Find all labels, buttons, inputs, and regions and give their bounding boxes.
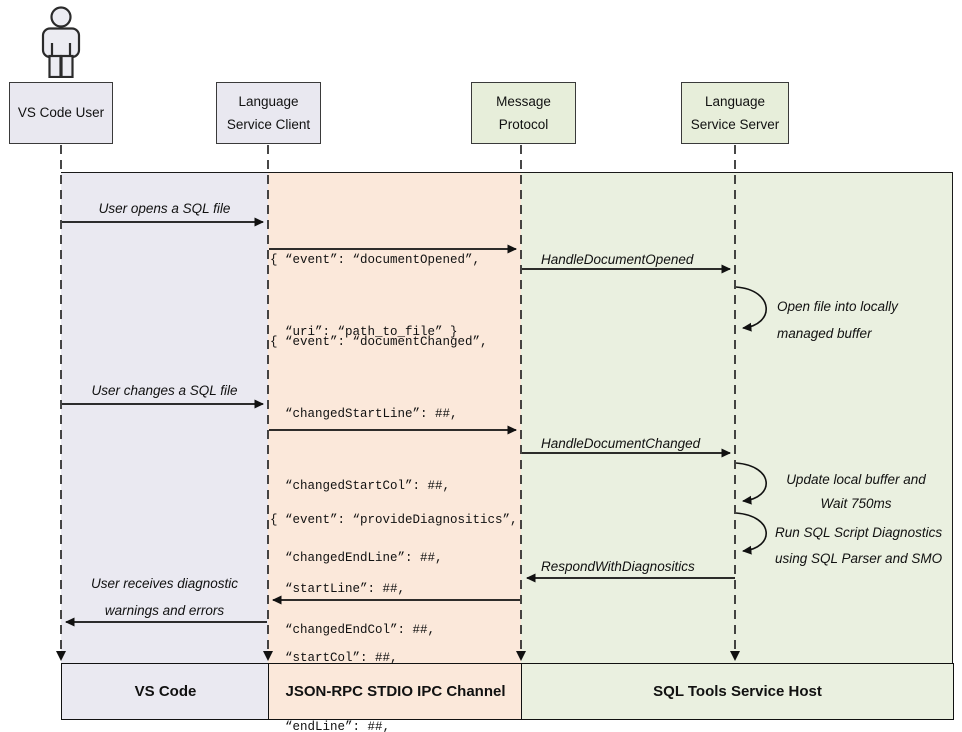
message-label-user-opens: User opens a SQL file <box>98 201 231 216</box>
code-line: { “event”: “provideDiagnositics”, <box>270 513 518 527</box>
code-line: “changedEndCol”: ##, <box>270 623 436 637</box>
footer-label: SQL Tools Service Host <box>653 683 822 700</box>
code-line: “changedStartLine”: ##, <box>270 407 458 421</box>
note-line: Update local buffer and <box>786 472 926 487</box>
code-line: “endLine”: ##, <box>270 720 391 732</box>
json-payload-document-opened: { “event”: “documentOpened”, “uri”: “pat… <box>270 200 480 392</box>
code-line: “changedEndLine”: ##, <box>270 551 443 565</box>
footer-box-vs-code: VS Code <box>61 663 270 720</box>
message-label-respond-with-diagnostics: RespondWithDiagnositics <box>541 559 695 574</box>
note-line: Run SQL Script Diagnostics <box>775 525 943 540</box>
json-payload-provide-diagnostics: { “event”: “provideDiagnositics”, “start… <box>270 463 518 732</box>
footer-label: JSON-RPC STDIO IPC Channel <box>285 683 506 700</box>
note-line: Open file into locally <box>777 299 898 314</box>
code-line: “changedStartCol”: ##, <box>270 479 451 493</box>
user-actor-icon <box>41 6 81 78</box>
note-line: using SQL Parser and SMO <box>775 551 943 566</box>
actor-box-message-protocol: Message Protocol <box>471 82 576 144</box>
code-line: { “event”: “documentOpened”, <box>270 253 481 267</box>
message-label-user-changes: User changes a SQL file <box>91 383 238 398</box>
code-line: “startLine”: ##, <box>270 582 406 596</box>
note-open-file-into-buffer: Open file into locally managed buffer <box>777 293 898 347</box>
note-run-sql-diagnostics: Run SQL Script Diagnostics using SQL Par… <box>775 520 942 572</box>
actor-box-language-service-client: Language Service Client <box>216 82 321 144</box>
message-label-user-receives: User receives diagnostic warnings and er… <box>61 570 268 624</box>
actor-label: Message <box>496 93 551 109</box>
actor-box-language-service-server: Language Service Server <box>681 82 789 144</box>
note-line: managed buffer <box>777 326 872 341</box>
message-label-handle-document-changed: HandleDocumentChanged <box>541 436 701 451</box>
actor-label: VS Code User <box>17 105 105 120</box>
code-line: { “event”: “documentChanged”, <box>270 335 488 349</box>
footer-label: VS Code <box>134 683 197 700</box>
message-label-handle-document-opened: HandleDocumentOpened <box>541 252 694 267</box>
actor-label: Language <box>238 93 299 109</box>
message-label-line: warnings and errors <box>104 603 225 618</box>
code-line: “startCol”: ##, <box>270 651 398 665</box>
lane-vs-code <box>61 172 268 664</box>
actor-label: Protocol <box>498 116 549 132</box>
actor-label: Language <box>704 93 766 109</box>
note-update-buffer-wait: Update local buffer and Wait 750ms <box>772 468 940 516</box>
code-line: “uri”: “path_to_file” } <box>270 325 458 339</box>
message-label-line: User receives diagnostic <box>90 576 239 591</box>
actor-box-vs-code-user: VS Code User <box>9 82 113 144</box>
lane-sql-tools-host <box>521 172 953 664</box>
note-line: Wait 750ms <box>820 496 892 511</box>
lane-json-rpc-channel <box>268 172 521 664</box>
actor-label: Service Client <box>226 116 311 132</box>
footer-box-json-rpc-channel: JSON-RPC STDIO IPC Channel <box>268 663 523 720</box>
actor-label: Service Server <box>690 116 780 132</box>
footer-box-sql-tools-service-host: SQL Tools Service Host <box>521 663 954 720</box>
